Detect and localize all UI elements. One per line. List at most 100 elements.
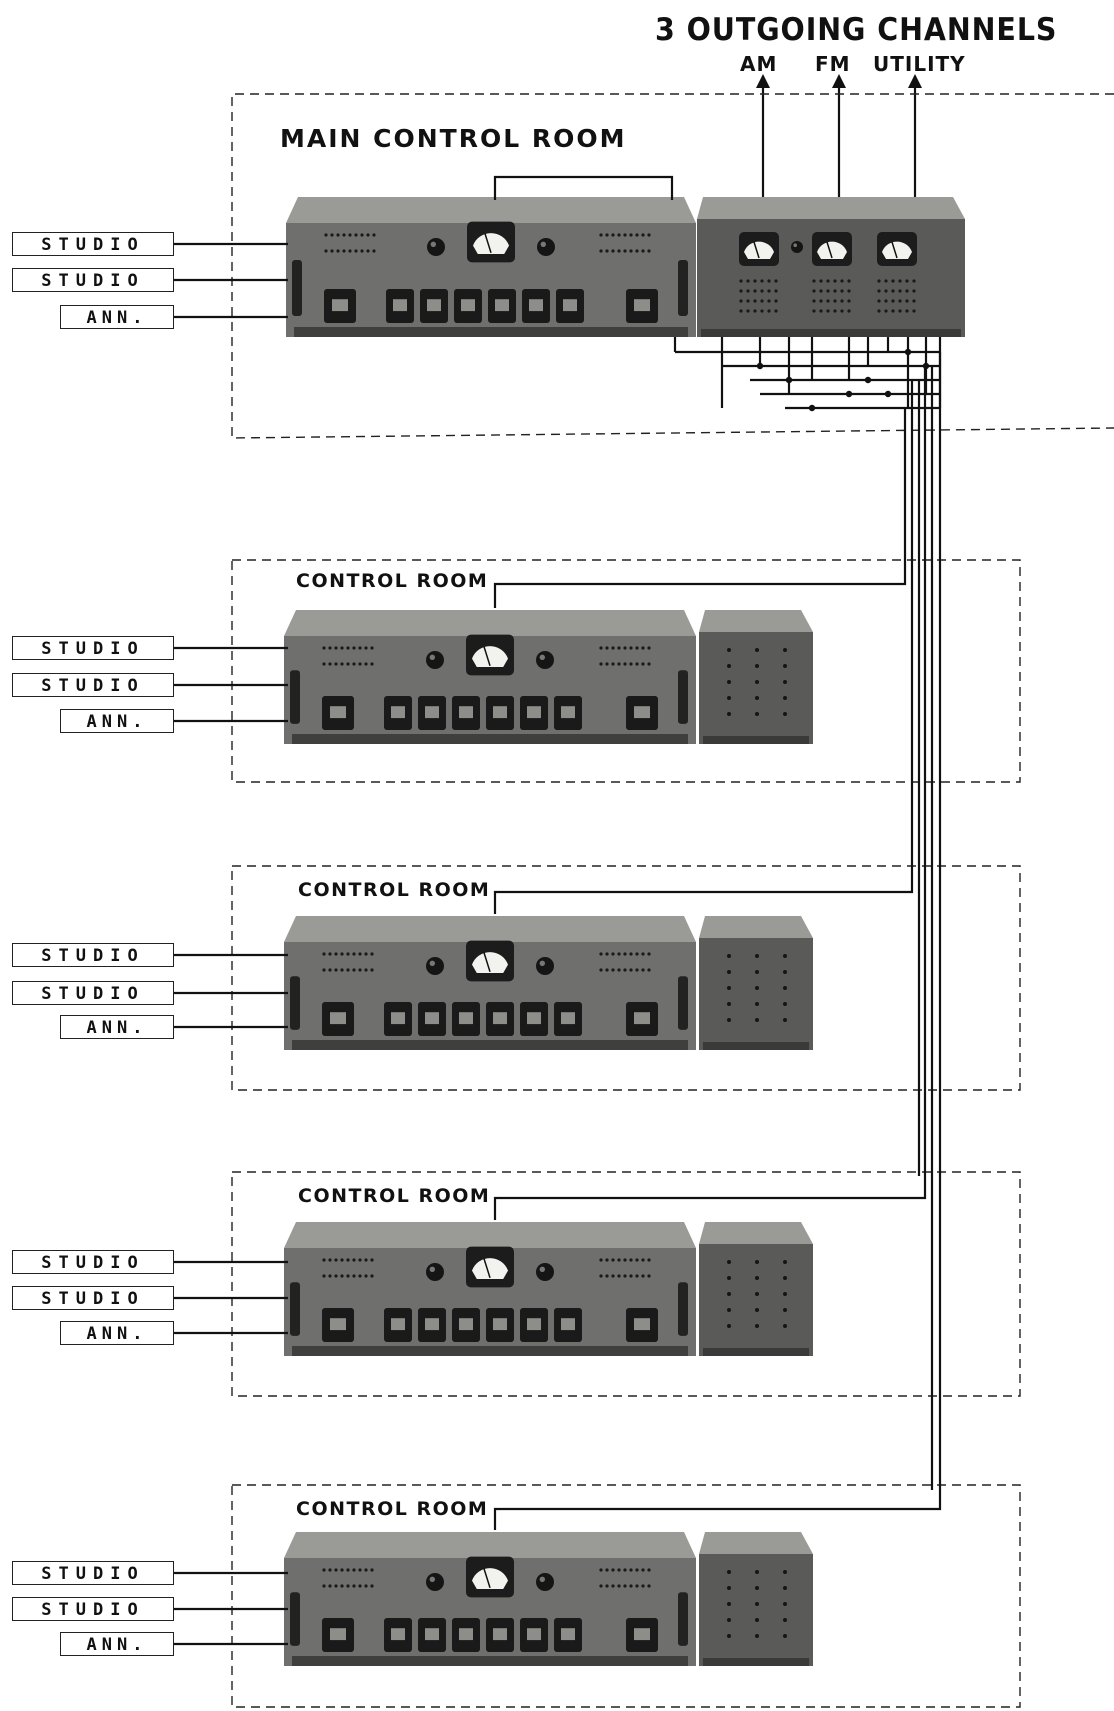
room-2-jack-unit-jack (783, 1018, 787, 1022)
main-output-unit-dots-dot (898, 309, 901, 312)
room-3-console-dots-a-dot (358, 1258, 361, 1261)
room-4-console-dots-c-dot (635, 1568, 638, 1571)
room-1-jack-unit-jack (783, 680, 787, 684)
room-4-jack-unit-jack (755, 1570, 759, 1574)
main-console-dots-a-dot (342, 233, 345, 236)
main-output-unit-dots-dot (739, 299, 742, 302)
room-1-console-dots-c-dot (617, 646, 620, 649)
channel-label-am: AM (740, 52, 777, 76)
main-output-unit-dots-dot (746, 309, 749, 312)
main-output-unit-dots-dot (905, 289, 908, 292)
room-4-console-dots-b-dot (328, 1584, 331, 1587)
room-2-jack-unit-jack (727, 1002, 731, 1006)
room-3-console-fader-1-cap (330, 1318, 346, 1330)
main-output-unit-dots-dot (826, 289, 829, 292)
room-2-console-dots-c-dot (611, 952, 614, 955)
room-4-console-dots-b-dot (322, 1584, 325, 1587)
room-2-console-dots-d-dot (617, 968, 620, 971)
main-output-unit-dots-dot (840, 289, 843, 292)
main-console-link (495, 177, 672, 200)
room-2-console-dots-b-dot (364, 968, 367, 971)
main-output-unit-dots-dot (774, 289, 777, 292)
main-console-dots-b-dot (336, 249, 339, 252)
room-4-console-dots-a-dot (322, 1568, 325, 1571)
main-output-unit-dots-dot (760, 299, 763, 302)
room-3-console-base (292, 1346, 688, 1356)
main-output-unit-dots-dot (905, 309, 908, 312)
room-1-jack-unit-jack (783, 712, 787, 716)
room-4-console-knob-left-highlight (430, 1577, 435, 1582)
room-3-console-fader-bank-cap (425, 1318, 439, 1330)
room-4-console-fader-bank-cap (493, 1628, 507, 1640)
main-console-knob-right (537, 238, 555, 256)
room-1-console-dots-b-dot (370, 662, 373, 665)
main-output-unit-dots-dot (812, 299, 815, 302)
room-1-console-dots-a-dot (328, 646, 331, 649)
room-3-console-dots-c-dot (599, 1258, 602, 1261)
room-4-console-dots-a-dot (364, 1568, 367, 1571)
room-3-jack-unit-jack (727, 1308, 731, 1312)
room-4-jack-unit-jack (727, 1602, 731, 1606)
main-output-unit-dots-dot (898, 299, 901, 302)
room-4-jack-unit-base (703, 1658, 809, 1666)
main-output-unit-dots-dot (767, 309, 770, 312)
main-output-unit-dots-dot (833, 289, 836, 292)
room-3-console-dots-c-dot (641, 1258, 644, 1261)
main-output-unit-dots-dot (840, 279, 843, 282)
main-console-dots-a-dot (360, 233, 363, 236)
room-2-console-dots-b-dot (328, 968, 331, 971)
room-3-console-top (284, 1222, 696, 1248)
room-1-console-fader-bank-cap (527, 706, 541, 718)
main-console-dots-a-dot (366, 233, 369, 236)
room-3-console-dots-c-dot (647, 1258, 650, 1261)
main-console-dots-c-dot (629, 233, 632, 236)
main-output-unit-dots-dot (840, 299, 843, 302)
room-1-console-knob-right-highlight (540, 655, 545, 660)
room-1-jack-unit-jack (755, 712, 759, 716)
room-2-console-dots-b-dot (370, 968, 373, 971)
room-4-console-dots-b-dot (364, 1584, 367, 1587)
main-output-unit-dots-dot (847, 299, 850, 302)
main-console-dots-c-dot (641, 233, 644, 236)
room-2-jack-unit-jack (783, 954, 787, 958)
main-console-dots-b-dot (342, 249, 345, 252)
room-3-console-fader-bank-cap (493, 1318, 507, 1330)
main-console-dots-a-dot (330, 233, 333, 236)
room-1-console-top (284, 610, 696, 636)
bus-junction (905, 349, 911, 355)
room-2-console-fader-bank-cap (391, 1012, 405, 1024)
room-2-jack-unit-jack (755, 1002, 759, 1006)
room-1-console-dots-b-dot (334, 662, 337, 665)
room-1-console-dots-d-dot (623, 662, 626, 665)
room-3-console-dots-c-dot (611, 1258, 614, 1261)
room-4-console-dots-a-dot (328, 1568, 331, 1571)
room-2-jack-unit-jack (727, 954, 731, 958)
room-4-console-dots-a-dot (340, 1568, 343, 1571)
channel-arrow-head (832, 74, 846, 88)
main-output-unit-dots-dot (826, 299, 829, 302)
main-console-dots-b-dot (372, 249, 375, 252)
room-3-console-knob-left-highlight (430, 1267, 435, 1272)
main-output-unit-dots-dot (819, 309, 822, 312)
room-3-jack-unit-jack (783, 1324, 787, 1328)
room-2-jack-unit-jack (755, 986, 759, 990)
main-console-base (294, 327, 688, 337)
room-3-console-dots-d-dot (641, 1274, 644, 1277)
room-3-jack-unit-base (703, 1348, 809, 1356)
room-3-jack-unit-top (699, 1222, 813, 1244)
room-label-2: CONTROL ROOM (298, 879, 490, 901)
room-2-console-dots-b-dot (322, 968, 325, 971)
room-3-jack-unit-jack (755, 1292, 759, 1296)
room-3-jack-unit-jack (783, 1276, 787, 1280)
room-4-console-knob-right-highlight (540, 1577, 545, 1582)
room-2-console-dots-a-dot (340, 952, 343, 955)
main-output-unit-dots-dot (877, 299, 880, 302)
room-2-jack-unit-jack (727, 970, 731, 974)
room-1-console-dots-a-dot (340, 646, 343, 649)
room-2-console-top (284, 916, 696, 942)
main-output-unit-dots-dot (891, 289, 894, 292)
room-2-console-dots-a-dot (352, 952, 355, 955)
room-4-jack-unit-jack (783, 1602, 787, 1606)
room-1-input-studio-1: STUDIO (12, 636, 174, 660)
room-1-console-dots-b-dot (352, 662, 355, 665)
